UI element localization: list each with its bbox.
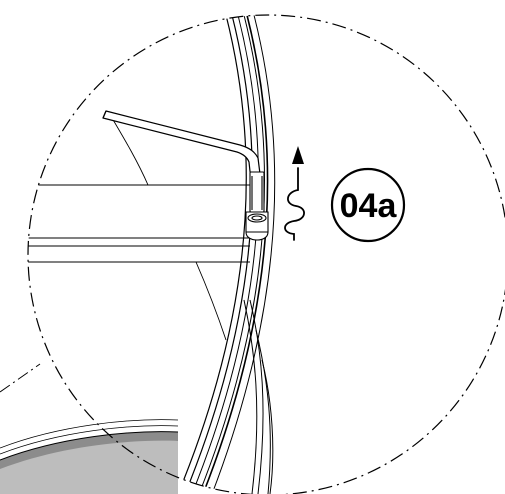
callout-leader-line <box>0 363 41 393</box>
detail-contents <box>28 15 276 494</box>
socket-head-bolt-icon <box>245 171 269 241</box>
lower-panel <box>0 419 179 494</box>
rim-profile <box>177 15 276 494</box>
step-label-badge: 04a <box>330 167 406 243</box>
allen-key-icon <box>102 110 263 191</box>
clockwise-turn-arrow-icon <box>284 146 305 241</box>
step-label-text: 04a <box>340 187 398 225</box>
frame-beam <box>28 184 250 263</box>
spoke-lines <box>111 117 227 341</box>
detail-callout-circle-icon <box>27 14 505 494</box>
cable-lines <box>243 299 274 494</box>
